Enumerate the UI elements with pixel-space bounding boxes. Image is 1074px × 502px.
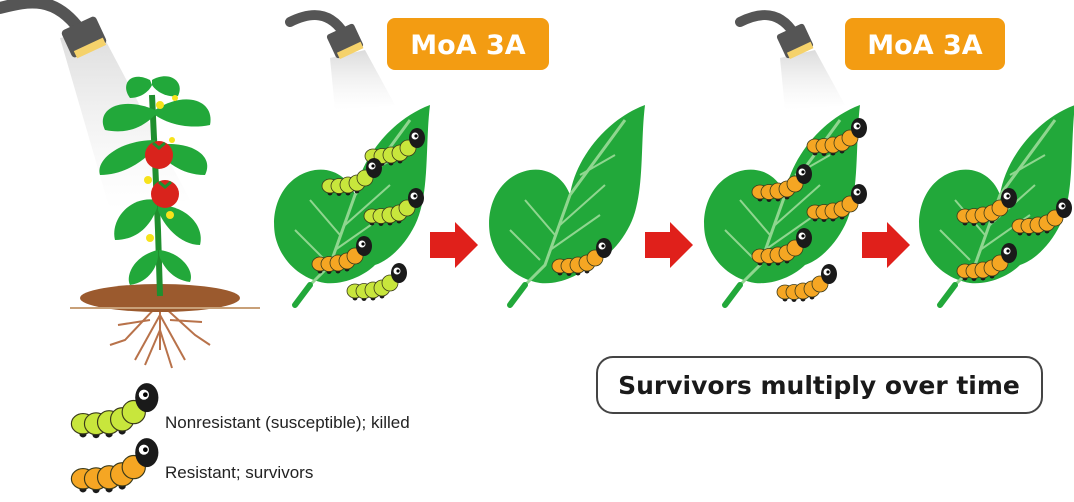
arrow-right-icon (430, 222, 478, 268)
watering-nozzle-icon (740, 15, 814, 59)
caterpillar-susceptible-icon (71, 383, 158, 438)
moa-badge-2: MoA 3A (845, 18, 1005, 70)
spray-2 (330, 50, 395, 110)
legend-nonresistant-label: Nonresistant (susceptible); killed (165, 413, 410, 432)
legend-resistant-label: Resistant; survivors (165, 463, 313, 482)
caterpillar-resistant-icon (71, 438, 158, 493)
arrow-right-icon (862, 222, 910, 268)
legend: Nonresistant (susceptible); killed Resis… (71, 383, 409, 493)
watering-nozzle-icon (290, 15, 364, 59)
callout-text: Survivors multiply over time (618, 371, 1020, 400)
moa-badge-label: MoA 3A (867, 30, 983, 61)
moa-badge-label: MoA 3A (410, 30, 526, 61)
moa-badge-1: MoA 3A (387, 18, 549, 70)
survivors-callout: Survivors multiply over time (597, 357, 1042, 413)
watering-nozzle-icon (0, 2, 108, 58)
spray-3 (780, 50, 845, 110)
arrow-right-icon (645, 222, 693, 268)
